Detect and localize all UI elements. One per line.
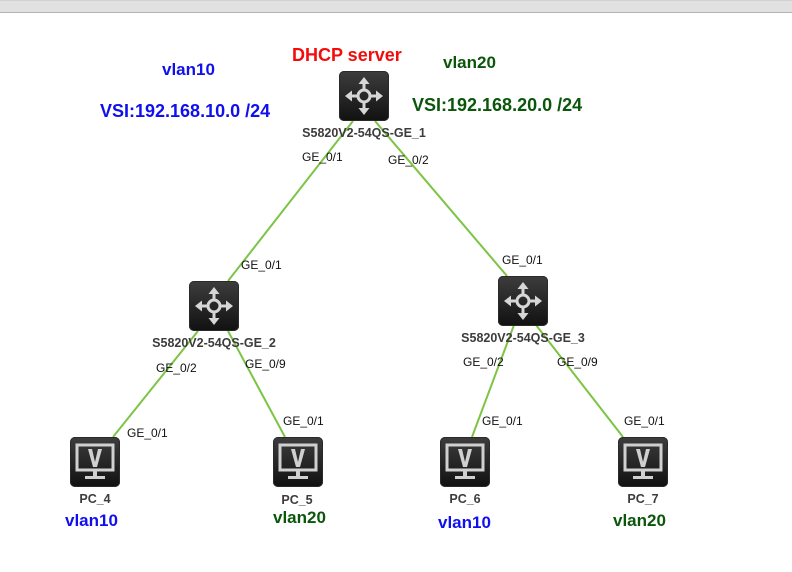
link-sw1-sw2[interactable] bbox=[227, 120, 354, 282]
pc-icon bbox=[445, 443, 485, 479]
pc-pc6[interactable] bbox=[440, 437, 490, 487]
switch-sw3-name: S5820V2-54QS-GE_3 bbox=[461, 331, 585, 345]
port-sw3-ge01: GE_0/1 bbox=[502, 253, 543, 267]
link-sw2-pc4[interactable] bbox=[112, 330, 199, 438]
pc4-vlan: vlan10 bbox=[65, 511, 118, 530]
switch-icon bbox=[195, 287, 233, 325]
port-sw1-ge02: GE_0/2 bbox=[388, 153, 429, 167]
switch-icon bbox=[504, 282, 542, 320]
link-sw3-pc6[interactable] bbox=[471, 324, 515, 438]
port-sw3-ge02: GE_0/2 bbox=[463, 355, 504, 369]
pc-pc7[interactable] bbox=[618, 437, 668, 487]
switch-sw2[interactable] bbox=[189, 281, 239, 331]
pc5-vlan: vlan20 bbox=[273, 508, 326, 527]
switch-icon bbox=[345, 77, 383, 115]
switch-sw1-name: S5820V2-54QS-GE_1 bbox=[302, 126, 426, 140]
pc7-name: PC_7 bbox=[627, 492, 659, 506]
port-sw3-ge09: GE_0/9 bbox=[557, 355, 598, 369]
port-pc7-ge01: GE_0/1 bbox=[624, 414, 665, 428]
link-sw3-pc7[interactable] bbox=[535, 324, 624, 438]
dhcp-server-label: DHCP server bbox=[292, 45, 402, 65]
port-sw2-ge09: GE_0/9 bbox=[245, 357, 286, 371]
pc6-vlan: vlan10 bbox=[438, 513, 491, 532]
switch-sw1[interactable] bbox=[339, 71, 389, 121]
pc-pc4[interactable] bbox=[70, 437, 120, 487]
link-sw2-pc5[interactable] bbox=[227, 330, 286, 438]
pc7-vlan: vlan20 bbox=[613, 511, 666, 530]
port-sw2-ge01: GE_0/1 bbox=[241, 258, 282, 272]
port-pc5-ge01: GE_0/1 bbox=[283, 414, 324, 428]
pc5-name: PC_5 bbox=[281, 493, 313, 507]
right-vlan-label: vlan20 bbox=[443, 53, 496, 72]
left-vlan-label: vlan10 bbox=[162, 60, 215, 79]
port-sw2-ge02: GE_0/2 bbox=[156, 361, 197, 375]
port-sw1-ge01: GE_0/1 bbox=[302, 150, 343, 164]
right-vsi-label: VSI:192.168.20.0 /24 bbox=[412, 95, 583, 115]
pc4-name: PC_4 bbox=[79, 492, 111, 506]
pc-icon bbox=[623, 443, 663, 479]
port-pc6-ge01: GE_0/1 bbox=[482, 414, 523, 428]
port-pc4-ge01: GE_0/1 bbox=[127, 426, 168, 440]
switch-sw3[interactable] bbox=[498, 276, 548, 326]
pc-icon bbox=[278, 443, 318, 479]
switch-sw2-name: S5820V2-54QS-GE_2 bbox=[152, 336, 276, 350]
pc6-name: PC_6 bbox=[449, 492, 481, 506]
pc-pc5[interactable] bbox=[273, 437, 323, 487]
pc-icon bbox=[75, 443, 115, 479]
link-sw1-sw3[interactable] bbox=[374, 120, 508, 277]
top-toolbar bbox=[0, 0, 792, 13]
left-vsi-label: VSI:192.168.10.0 /24 bbox=[100, 101, 271, 121]
